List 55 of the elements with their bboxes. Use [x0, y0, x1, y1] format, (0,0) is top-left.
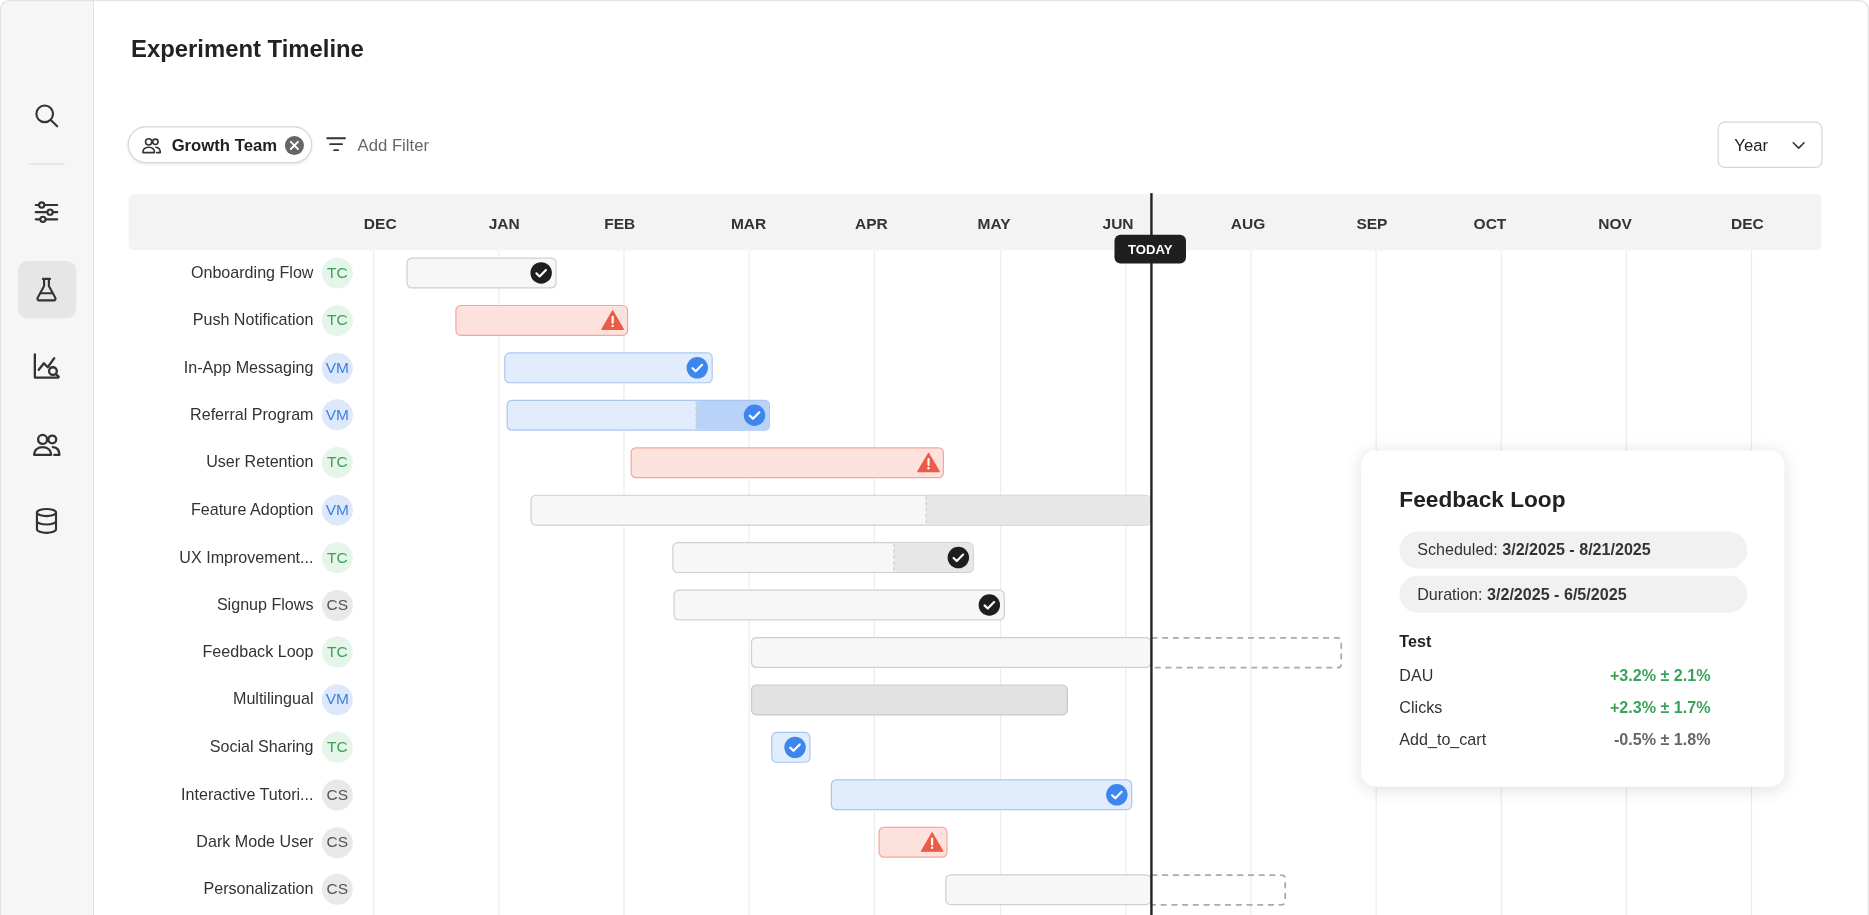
month-label: FEB — [603, 214, 637, 233]
avatar: VM — [321, 352, 353, 384]
today-marker: TODAY — [1114, 234, 1186, 264]
add-filter-link: Add Filter — [357, 135, 429, 155]
avatar: CS — [321, 874, 353, 906]
metric-value: +3.2% ± 2.1% — [1609, 666, 1711, 685]
month-label: APR — [853, 214, 889, 233]
month-label: NOV — [1597, 214, 1633, 233]
metric-name: Add_to_cart — [1399, 730, 1487, 749]
section-heading: Test — [1399, 632, 1432, 651]
month-label: JUN — [1101, 214, 1135, 233]
metric-name: Clicks — [1399, 698, 1443, 717]
month-label: OCT — [1472, 214, 1508, 233]
month-label: AUG — [1229, 214, 1267, 233]
avatar: VM — [321, 494, 353, 526]
date-pill: Scheduled: 3/2/2025 - 8/21/2025 — [1399, 531, 1748, 569]
month-label: MAY — [976, 214, 1012, 233]
month-label: MAR — [729, 214, 768, 233]
avatar: TC — [321, 542, 353, 574]
experiment-name: Feedback Loop — [202, 642, 314, 661]
metric-value: +2.3% ± 1.7% — [1609, 698, 1711, 717]
avatar: CS — [321, 826, 353, 858]
experiment-name: UX Improvement... — [179, 548, 314, 566]
month-label: DEC — [362, 214, 398, 233]
experiment-name: User Retention — [206, 453, 314, 472]
month-label: JAN — [487, 214, 521, 233]
metric-name: DAU — [1399, 666, 1434, 685]
experiment-name: Social Sharing — [209, 737, 314, 756]
page-title: Experiment Timeline — [131, 35, 364, 64]
experiment-name: Signup Flows — [216, 595, 314, 614]
experiment-name: Multilingual — [232, 690, 314, 709]
avatar: TC — [321, 257, 353, 289]
avatar: TC — [321, 636, 353, 668]
month-label: SEP — [1355, 214, 1389, 233]
avatar: TC — [321, 447, 353, 479]
avatar: CS — [321, 589, 353, 621]
avatar: CS — [321, 779, 353, 811]
avatar: TC — [321, 304, 353, 336]
experiment-name: Referral Program — [190, 405, 314, 424]
month-label: DEC — [1730, 214, 1765, 233]
experiment-name: Dark Mode User — [196, 832, 314, 851]
experiment-name: Personalization — [203, 880, 314, 898]
experiment-name: Interactive Tutori... — [181, 785, 314, 804]
date-pill: Duration: 3/2/2025 - 6/5/2025 — [1399, 575, 1748, 613]
experiment-name: Push Notification — [192, 310, 314, 329]
metric-value: -0.5% ± 1.8% — [1613, 730, 1711, 749]
experiment-name: Onboarding Flow — [190, 263, 314, 282]
avatar: TC — [321, 731, 353, 763]
avatar: VM — [321, 684, 353, 716]
experiment-name: Feature Adoption — [190, 500, 314, 519]
period-dropdown: Year — [1717, 121, 1823, 169]
tooltip-title: Feedback Loop — [1399, 486, 1566, 513]
filter-chip-label: Growth Team — [171, 135, 278, 155]
experiment-name: In-App Messaging — [183, 358, 314, 377]
avatar: VM — [321, 399, 353, 431]
